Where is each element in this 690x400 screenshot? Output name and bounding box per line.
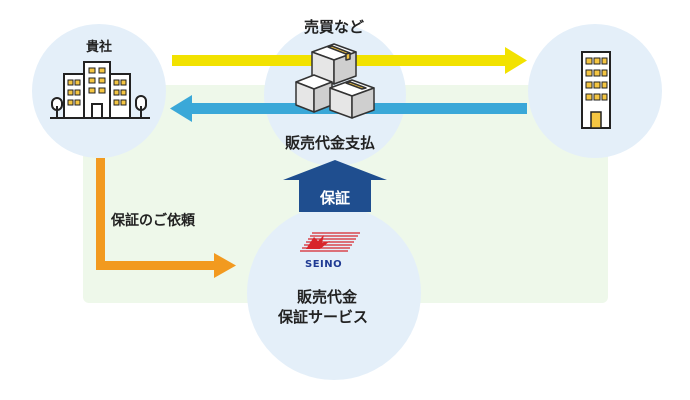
payment-label: 販売代金支払 <box>285 134 376 152</box>
office-building-icon <box>50 61 150 119</box>
seino-logo-icon <box>300 232 360 252</box>
seino-service-node <box>247 206 421 380</box>
request-label: 保証のご依頼 <box>111 213 195 229</box>
your-company-label: 貴社 <box>86 40 113 55</box>
seino-logo-text: SEINO <box>305 259 343 270</box>
service-label-line2: 保証サービス <box>278 308 369 326</box>
guarantee-label: 保証 <box>320 189 351 207</box>
tower-building-icon <box>581 51 611 129</box>
service-label-line1: 販売代金 <box>297 288 358 306</box>
cardboard-boxes-icon <box>295 43 375 119</box>
trade-label: 売買など <box>304 18 365 36</box>
